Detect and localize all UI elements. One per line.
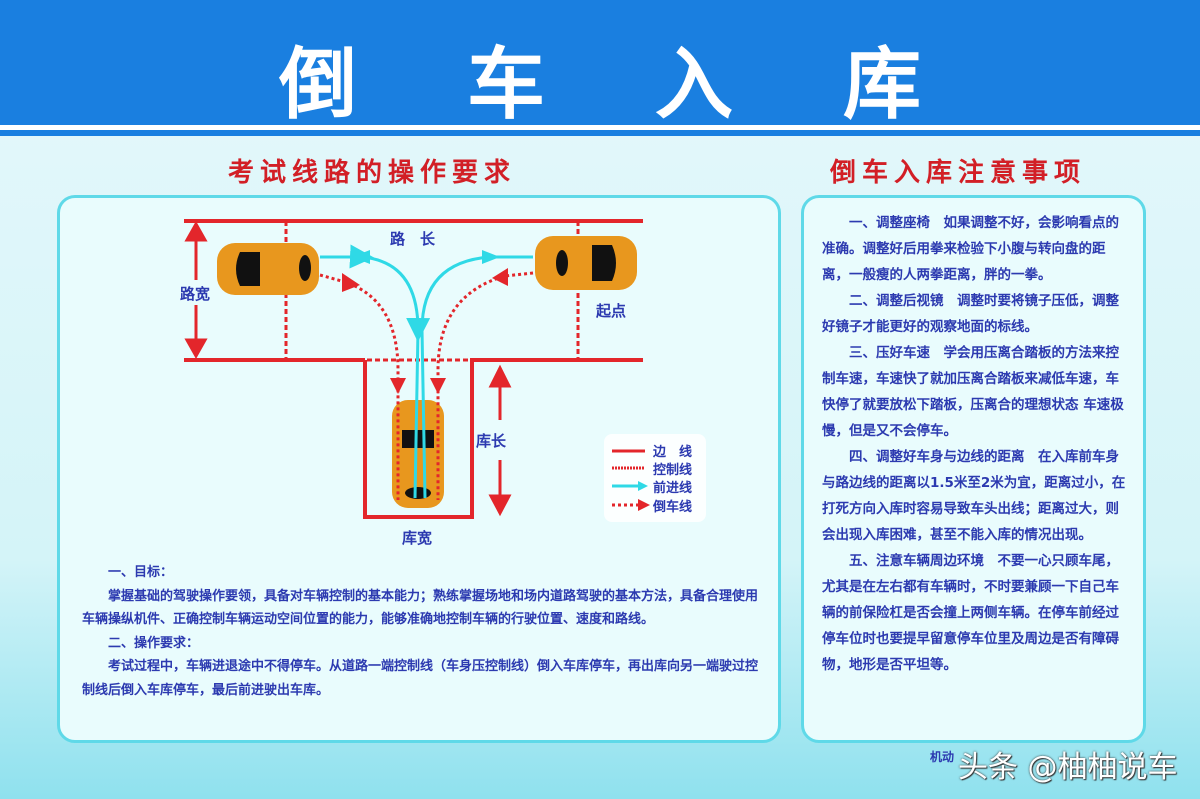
footer-text: 机动 (930, 750, 955, 764)
header-band (0, 0, 1200, 125)
tip-2: 二、调整后视镜 调整时要将镜子压低，调整好镜子才能更好的观察地面的标线。 (822, 293, 1119, 335)
road-width-label: 路宽 (180, 285, 210, 303)
legend-reverse: 倒车线 (652, 499, 692, 515)
legend-boundary: 边 线 (652, 444, 692, 460)
tip-3: 三、压好车速 学会用压离合踏板的方法来控制车速，车速快了就加压离合踏板来减低车速… (822, 345, 1124, 439)
car-left (217, 243, 319, 295)
left-subtitle: 考试线路的操作要求 (228, 158, 517, 188)
section-heading: 一、目标： (108, 565, 174, 580)
section-heading: 二、操作要求： (108, 635, 200, 651)
left-text: 一、目标： 掌握基础的驾驶操作要领，具备对车辆控制的基本能力；熟练掌握场地和场内… (82, 561, 758, 702)
tip-4: 四、调整好车身与边线的距离 在入库前车身与路边线的距离以1.5米至2米为宜，距离… (822, 449, 1126, 543)
right-panel (801, 195, 1146, 743)
divider (0, 130, 1200, 136)
legend-forward: 前进线 (653, 480, 692, 496)
road-width-arrow (184, 220, 208, 360)
right-subtitle: 倒车入库注意事项 (830, 158, 1087, 188)
road-length-label: 路 长 (390, 230, 436, 248)
boundary-lines (184, 219, 643, 519)
forward-paths (320, 244, 533, 499)
car-right (535, 236, 637, 290)
paragraph: 掌握基础的驾驶操作要领，具备对车辆控制的基本能力；熟练掌握场地和场内道路驾驶的基… (82, 588, 759, 628)
tip-1: 一、调整座椅 如果调整不好，会影响看点的准确。调整好后用拳来检验下小腹与转向盘的… (822, 215, 1119, 283)
garage-width-label: 库宽 (402, 529, 432, 547)
legend: 边 线 控制线 前进线 倒车线 (604, 434, 706, 522)
tip-5: 五、注意车辆周边环境 不要一心只顾车尾，尤其是在左右都有车辆时，不时要兼顾一下自… (822, 553, 1119, 673)
reverse-paths (319, 268, 534, 500)
right-text: 一、调整座椅 如果调整不好，会影响看点的准确。调整好后用拳来检验下小腹与转向盘的… (822, 210, 1128, 678)
page-title: 倒车入库 (278, 40, 1031, 130)
car-garage (392, 400, 444, 508)
garage-length-arrow (488, 364, 512, 517)
paragraph: 考试过程中，车辆进退途中不得停车。从道路一端控制线（车身压控制线）倒入车库停车，… (82, 659, 759, 698)
garage-length-label: 库长 (476, 432, 507, 450)
start-label: 起点 (595, 302, 626, 320)
legend-control: 控制线 (653, 462, 692, 478)
watermark: 头条 @柚柚说车 (958, 750, 1178, 785)
divider (0, 125, 1200, 130)
